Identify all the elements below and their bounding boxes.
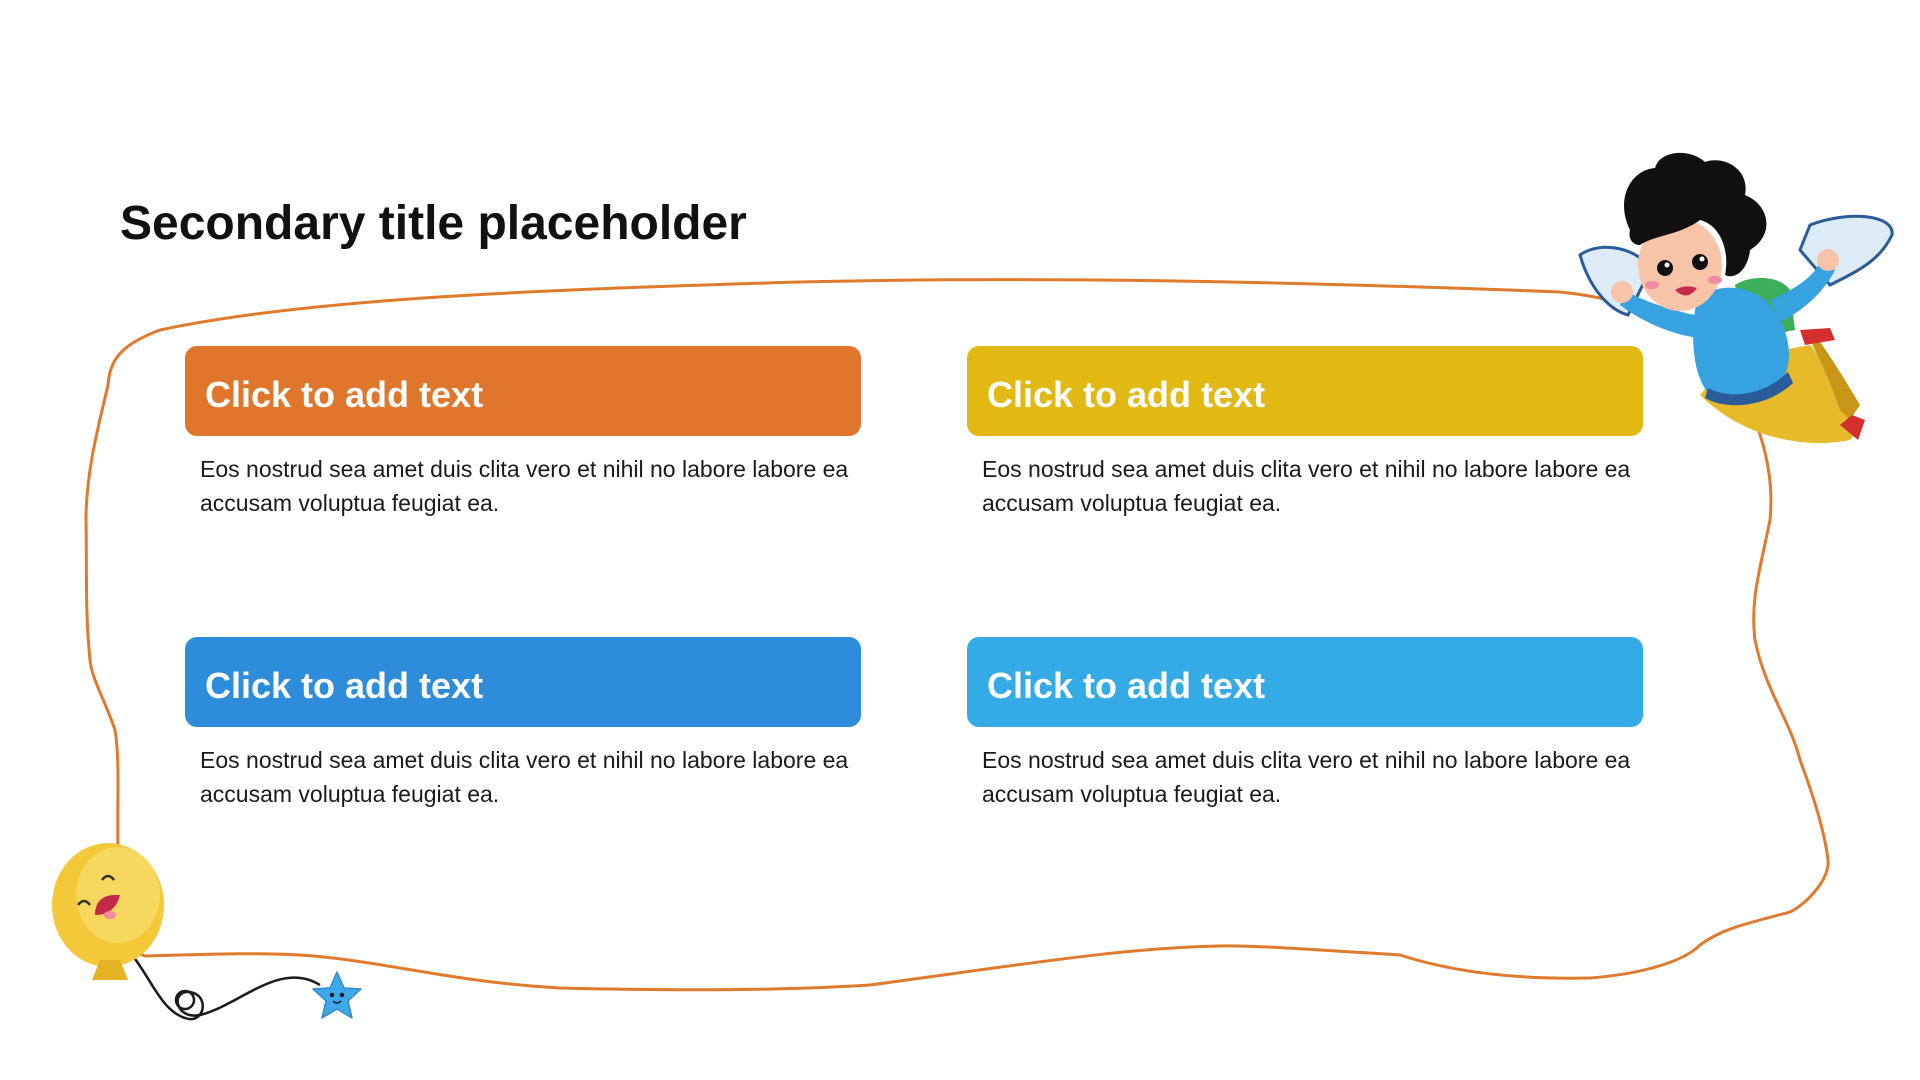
card-heading-2[interactable]: Click to add text [967,346,1643,436]
star-icon [312,971,362,1019]
balloon-icon [52,843,321,1021]
slide-title[interactable]: Secondary title placeholder [120,197,747,250]
flying-boy-illustration [1578,152,1894,443]
card-body-1[interactable]: Eos nostrud sea amet duis clita vero et … [200,456,849,516]
card-heading-3[interactable]: Click to add text [185,637,861,727]
card-heading-4[interactable]: Click to add text [967,637,1643,727]
card-body-2[interactable]: Eos nostrud sea amet duis clita vero et … [982,456,1631,516]
card-heading-1[interactable]: Click to add text [185,346,861,436]
card-body-3[interactable]: Eos nostrud sea amet duis clita vero et … [200,747,849,807]
card-body-4[interactable]: Eos nostrud sea amet duis clita vero et … [982,747,1631,807]
hand-drawn-frame [84,278,1830,992]
